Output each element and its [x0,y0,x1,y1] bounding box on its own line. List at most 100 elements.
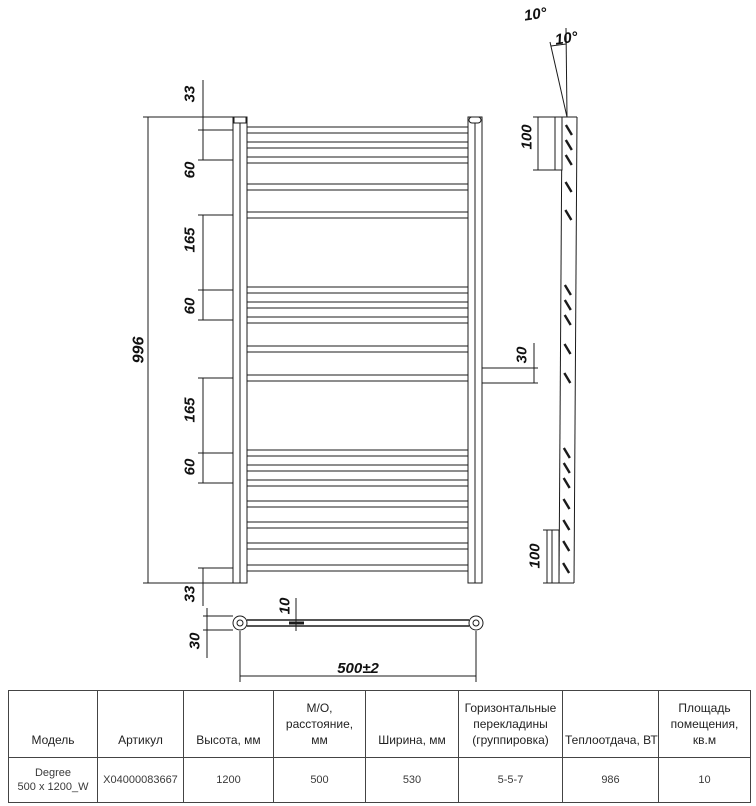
side-view-bar-section [563,343,572,355]
side-view-bar-section [563,299,572,311]
side-view-bar-section [563,372,572,384]
spacing-label-group3: 60 [182,458,199,475]
plan-left-collector-bore [236,619,244,627]
radiator-bar [246,301,469,309]
side-view-bar-section [562,477,571,489]
radiator-bar [246,542,469,550]
side-view-bar-section [562,562,571,574]
cell-line: 10 [698,774,711,786]
bar-offset-label: 10 [277,597,294,614]
radiator-bar [246,464,469,472]
spacing-label-gap2: 165 [182,397,199,423]
header-height: Высота, мм [183,690,274,758]
header-model: Модель [8,690,98,758]
radiator-bar [246,374,469,382]
tilt-reference-line [565,27,568,118]
header-heat-output: Теплоотдача, ВТ [562,690,659,758]
header-line: расстояние, [285,717,354,731]
cell-heat-output: 986 [562,757,659,803]
cell-line: 1200 [216,774,241,786]
right-collector-cap [468,116,482,124]
cell-line: 986 [601,774,620,786]
outlet-offset-dimension: 30 [482,343,538,384]
header-line: Высота, мм [196,733,261,747]
header-center-distance: М/О, расстояние, мм [273,690,366,758]
cell-model: Degree 500 x 1200_W [8,757,98,803]
side-view-bar-section [564,181,573,193]
cell-line: X04000083667 [103,774,178,786]
header-room-area: Площадь помещения, кв.м [658,690,751,758]
spacing-label-gap1: 165 [182,227,199,253]
header-line: перекладины [473,717,548,731]
width-label: 500±2 [337,660,379,677]
side-view-bar-section [564,154,573,166]
tilt-angle-label: 10° [523,4,549,24]
radiator-bar [246,156,469,164]
cell-room-area: 10 [658,757,751,803]
horizontal-bars [246,126,469,572]
radiator-bar [246,345,469,353]
cell-center-distance: 500 [273,757,366,803]
plan-right-collector [468,615,484,631]
header-line: помещения, [670,717,739,731]
radiator-bar [246,316,469,324]
side-view-bar-section [564,124,573,136]
header-article: Артикул [97,690,184,758]
side-view-bar-sections [562,124,573,574]
header-line: мм [311,733,328,747]
cell-line: 500 x 1200_W [17,781,89,793]
radiator-bar [246,211,469,219]
cell-article: X04000083667 [97,757,184,803]
front-view [232,116,483,584]
side-view-bar-section [562,519,571,531]
cell-line: Degree [34,767,72,779]
radiator-bar [246,286,469,294]
header-line: Теплоотдача, ВТ [565,733,658,747]
header-line: Площадь [678,701,731,715]
side-view: 100 100 [519,116,578,584]
radiator-bar [246,126,469,134]
header-line: Артикул [118,733,163,747]
side-view-bar-section [563,314,572,326]
radiator-bar [246,500,469,508]
plan-left-collector [232,615,248,631]
bottom-wall-bracket [551,529,560,584]
spacing-label-group1: 60 [182,161,199,178]
spec-table-header-row: Модель Артикул Высота, мм М/О, расстояни… [8,690,751,758]
side-view-bar-section [562,447,571,459]
tilt-angle-label-secondary: 10° [554,28,580,48]
tilt-angle-annotation: 10° 10° [523,4,580,118]
total-height-label: 996 [131,337,148,364]
radiator-bar [246,183,469,191]
side-view-bar-section [564,139,573,151]
side-view-bar-section [562,498,571,510]
header-line: Горизонтальные [464,701,557,715]
side-view-back-edge [573,116,578,584]
spec-table-row: Degree 500 x 1200_W X04000083667 1200 50… [8,757,751,803]
header-line: Ширина, мм [378,733,446,747]
plan-view: 10 500±2 30 [187,597,484,682]
radiator-bar [246,564,469,572]
radiator-technical-drawing: 996 33 60 165 60 165 60 33 10° 10° [131,4,580,682]
side-view-bar-section [562,462,571,474]
header-bar-grouping: Горизонтальные перекладины (группировка) [458,690,563,758]
plan-right-collector-bore [472,619,480,627]
height-dimensions: 996 33 60 165 60 165 60 33 [131,80,233,606]
offset-label: 30 [514,346,531,363]
spacing-label-bottom-offset: 33 [182,585,199,602]
tilt-angle-line [549,41,568,118]
spec-table: Модель Артикул Высота, мм М/О, расстояни… [8,690,751,803]
cell-line: 500 [310,774,329,786]
top-bracket-label: 100 [519,124,536,150]
spacing-label-top-offset: 33 [182,85,199,102]
header-width: Ширина, мм [365,690,459,758]
left-collector-cap [233,116,247,124]
cell-line: 530 [402,774,422,786]
tilt-angle-arc [550,43,567,47]
depth-label: 30 [187,632,204,649]
cell-width: 530 [365,757,459,803]
cell-bar-grouping: 5-5-7 [458,757,563,803]
side-view-bar-section [564,209,573,221]
header-line: (группировка) [472,733,549,747]
cell-line: 5-5-7 [497,774,524,786]
